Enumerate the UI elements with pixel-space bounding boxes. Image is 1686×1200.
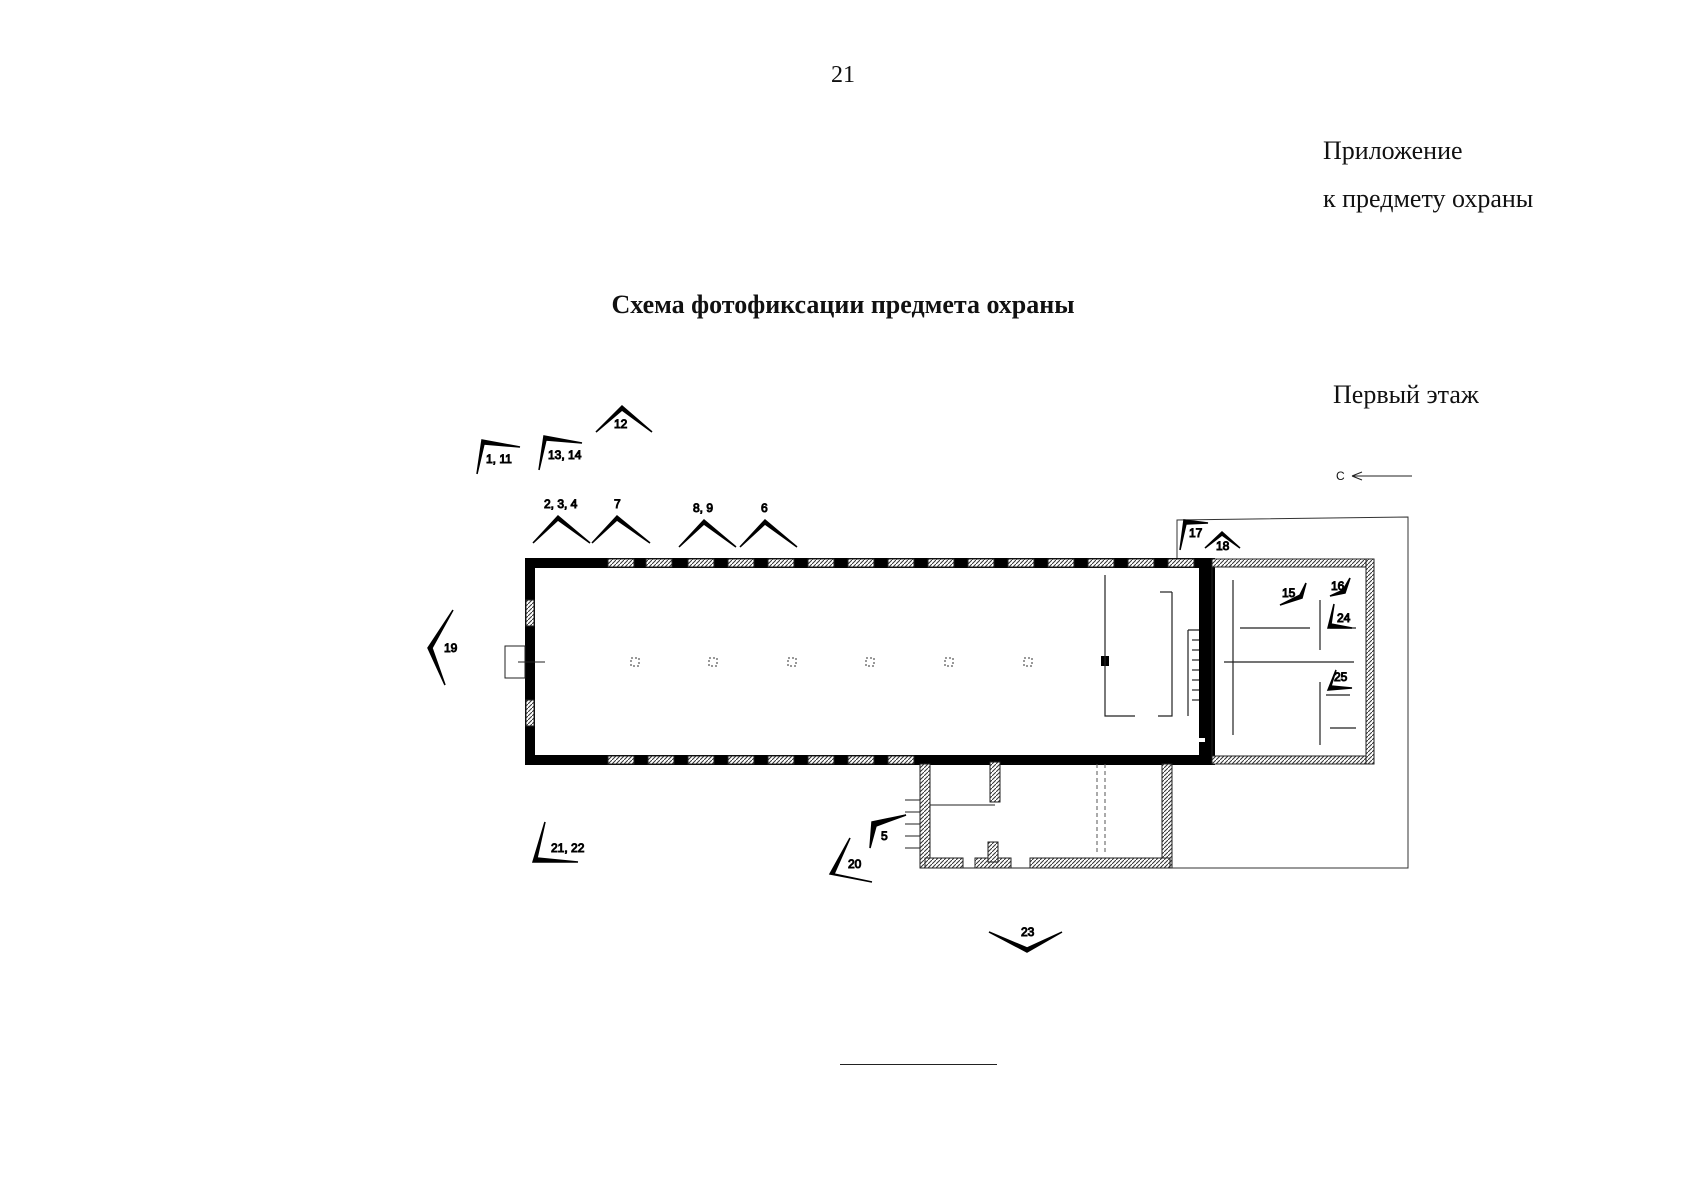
photo-point-12: 12 [595,404,653,433]
photo-point-16: 16 [1329,577,1351,597]
photo-point-label: 21, 22 [551,841,585,855]
floor-label: Первый этаж [1333,380,1479,409]
photo-point-20: 20 [828,837,873,883]
photo-point-23: 23 [988,925,1063,953]
site-boundary [1170,516,1409,869]
main-hall [504,558,1215,765]
south-annex [905,761,1173,869]
photo-point-label: 17 [1189,526,1203,540]
photo-point-1-11: 1, 11 [476,439,521,475]
south-windows [607,755,915,765]
stair-area [1104,575,1205,717]
photo-point-label: 25 [1334,670,1348,684]
photo-point-label: 1, 11 [486,452,512,466]
photo-point-15: 15 [1279,582,1307,606]
photo-point-6: 6 [739,501,798,548]
hall-columns [630,657,1033,667]
photo-point-label: 18 [1216,539,1230,553]
photo-point-7: 7 [591,497,651,544]
photo-point-label: 7 [614,497,621,511]
photo-point-17: 17 [1179,519,1209,551]
east-wing [1211,558,1375,765]
page-number: 21 [831,62,855,88]
photo-point-label: 20 [848,857,862,871]
photo-point-label: 8, 9 [693,501,713,515]
north-windows [607,558,1195,568]
photo-point-label: 6 [761,501,768,515]
appendix-heading: Приложение [1323,136,1463,165]
photo-point-8-9: 8, 9 [678,501,737,548]
north-label: С [1336,469,1345,483]
photo-point-label: 16 [1331,579,1345,593]
photo-point-label: 13, 14 [548,448,582,462]
footnote-separator [840,1064,997,1065]
photo-point-2-3-4: 2, 3, 4 [532,497,591,544]
photo-point-19: 19 [427,609,458,686]
photo-point-label: 2, 3, 4 [544,497,578,511]
photo-point-13-14: 13, 14 [538,435,582,471]
appendix-subheading: к предмету охраны [1323,184,1534,213]
photo-point-24: 24 [1327,603,1353,629]
photo-point-21-22: 21, 22 [531,821,585,863]
photo-point-5: 5 [869,814,907,849]
north-arrow: С [1336,469,1412,483]
photo-point-label: 12 [614,417,628,431]
photo-point-label: 15 [1282,586,1296,600]
document-title: Схема фотофиксации предмета охраны [611,290,1075,319]
west-windows [525,599,535,727]
photo-point-label: 5 [881,829,888,843]
photo-point-label: 23 [1021,925,1035,939]
photo-point-label: 24 [1337,611,1351,625]
photo-points: 1, 11 13, 14 12 2, 3, 4 7 8, 9 6 19 [427,404,1353,953]
photo-point-25: 25 [1326,670,1353,691]
photo-point-18: 18 [1204,530,1241,554]
photo-point-label: 19 [444,641,458,655]
